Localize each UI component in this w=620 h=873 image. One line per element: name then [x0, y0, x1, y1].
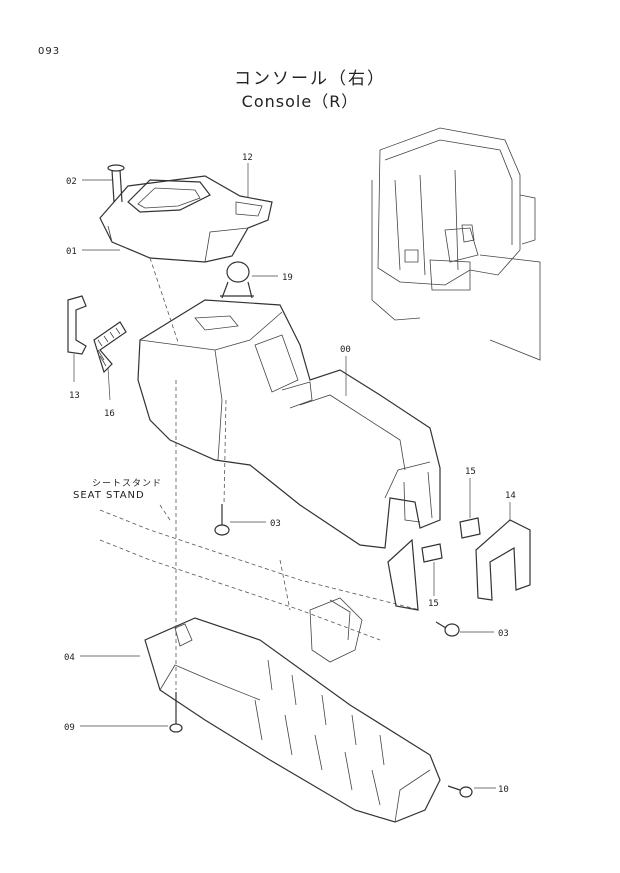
- callout-13: 13: [69, 391, 80, 401]
- clip-19: [220, 261, 254, 299]
- callout-10: 10: [498, 785, 509, 795]
- title-japanese: コンソール（右）: [234, 69, 386, 89]
- strip-14: [475, 519, 531, 601]
- callout-04: 04: [64, 653, 75, 663]
- console-cover-01: [99, 175, 273, 263]
- console-body-00: [137, 299, 441, 549]
- page-number: 093: [38, 46, 61, 57]
- cab-illustration: [371, 127, 541, 361]
- callout-19: 19: [282, 273, 293, 283]
- callout-09: 09: [64, 723, 75, 733]
- pad-15-lower: [421, 543, 443, 563]
- bolt-02: [107, 164, 125, 203]
- title-english: Console（R）: [241, 92, 359, 111]
- bracket-plate: [387, 538, 419, 611]
- assembly-guide-lines: [149, 257, 227, 690]
- callout-02: 02: [66, 177, 77, 187]
- seat-stand-label-english: SEAT STAND: [73, 490, 145, 501]
- bolt-09: [169, 692, 183, 733]
- bolt-03-lower: [435, 621, 460, 637]
- callout-15-upper: 15: [465, 467, 476, 477]
- callout-01: 01: [66, 247, 77, 257]
- callout-16: 16: [104, 409, 115, 419]
- callout-12: 12: [242, 153, 253, 163]
- pad-15-upper: [459, 517, 481, 539]
- lower-tray-04: [144, 617, 441, 823]
- callout-03-lower: 03: [498, 629, 509, 639]
- brush-seal-16: [93, 321, 127, 374]
- callout-03-upper: 03: [270, 519, 281, 529]
- seat-stand-label-japanese: シートスタンド: [92, 479, 163, 489]
- callout-15-lower: 15: [428, 599, 439, 609]
- strip-13: [67, 295, 87, 355]
- bolt-03-upper: [214, 504, 230, 536]
- callout-00: 00: [340, 345, 351, 355]
- leader-lines: [73, 163, 511, 789]
- bolt-10: [447, 785, 473, 798]
- callout-14: 14: [505, 491, 516, 501]
- seat-stand-frame: [99, 504, 421, 663]
